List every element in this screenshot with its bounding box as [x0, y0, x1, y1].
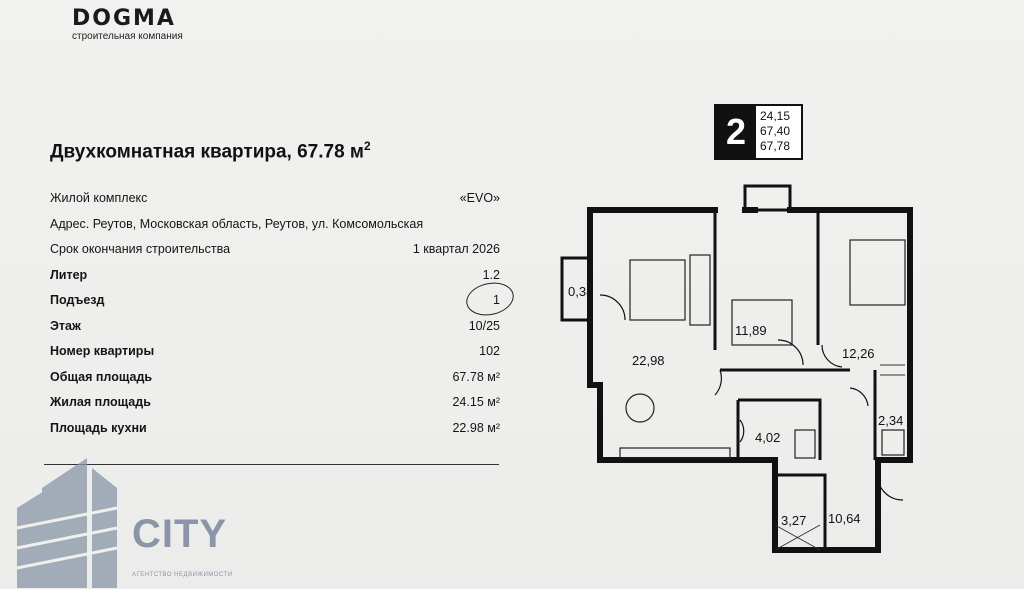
- property-value: 22.98 м²: [452, 420, 500, 435]
- room-area-bathroom: 4,02: [755, 430, 780, 445]
- badge-area-living: 24,15: [760, 109, 791, 123]
- property-value: 1: [493, 293, 500, 307]
- room-area-bedroom-2: 12,26: [842, 346, 875, 361]
- property-label: Срок окончания строительства: [50, 242, 231, 256]
- brand-subtitle: строительная компания: [72, 31, 183, 42]
- room-area-wc: 2,34: [878, 413, 903, 428]
- property-label: Жилой комплекс: [50, 191, 148, 205]
- room-area-balcony: 0,38: [568, 284, 593, 299]
- property-label: Общая площадь: [50, 369, 153, 384]
- property-label: Подъезд: [50, 293, 105, 307]
- brand-logo: DOGMA строительная компания: [72, 6, 183, 42]
- floor-plan: 0,38 22,98 11,89 12,26 4,02 2,34 10,64 3…: [560, 184, 913, 553]
- title-sup: 2: [364, 139, 371, 153]
- room-area-storage: 3,27: [781, 513, 806, 528]
- property-row: Срок окончания строительства 1 квартал 2…: [50, 242, 500, 268]
- title-text: Двухкомнатная квартира, 67.78 м: [50, 141, 364, 163]
- room-count-badge: 2 24,15 67,40 67,78: [714, 104, 803, 160]
- property-row: Жилой комплекс «EVO»: [50, 191, 500, 217]
- property-row: Площадь кухни 22.98 м²: [50, 421, 500, 447]
- property-label: Жилая площадь: [50, 395, 151, 409]
- room-area-kitchen-living: 22,98: [632, 353, 665, 368]
- property-row: Номер квартиры 102: [50, 344, 500, 370]
- property-value: 1.2: [482, 267, 500, 282]
- room-count: 2: [716, 106, 756, 158]
- property-row: Общая площадь 67.78 м²: [50, 370, 500, 396]
- property-value: «EVO»: [459, 191, 500, 205]
- property-value: 67.78 м²: [452, 369, 500, 384]
- brand-name: DOGMA: [72, 6, 176, 31]
- property-value: 1 квартал 2026: [412, 242, 500, 256]
- divider: [44, 464, 499, 465]
- page-title: Двухкомнатная квартира, 67.78 м2: [50, 139, 371, 163]
- property-row: Этаж 10/25: [50, 319, 500, 345]
- badge-area-total: 67,78: [760, 139, 791, 153]
- property-label: Номер квартиры: [50, 344, 155, 358]
- watermark-city: CITY: [132, 512, 228, 556]
- property-label: Литер: [50, 267, 88, 282]
- property-value: 102: [479, 344, 500, 358]
- property-row: Жилая площадь 24.15 м²: [50, 395, 500, 421]
- property-list: Жилой комплекс «EVO» Адрес. Реутов, Моск…: [50, 191, 500, 446]
- city-watermark-logo: [16, 458, 118, 588]
- room-area-hall: 10,64: [828, 511, 861, 526]
- property-label: Этаж: [50, 318, 81, 333]
- property-label: Адрес. Реутов, Московская область, Реуто…: [50, 216, 424, 231]
- property-row: Подъезд 1: [50, 293, 500, 319]
- property-row: Литер 1.2: [50, 268, 500, 294]
- badge-area-without-balcony: 67,40: [760, 124, 791, 138]
- property-value: 24.15 м²: [452, 395, 500, 409]
- room-area-bedroom-1: 11,89: [735, 323, 767, 338]
- property-label: Площадь кухни: [50, 420, 147, 435]
- watermark-subtitle: АГЕНТСТВО НЕДВИЖИМОСТИ: [132, 572, 233, 578]
- badge-areas: 24,15 67,40 67,78: [760, 109, 790, 154]
- property-value: 10/25: [468, 318, 500, 333]
- property-row: Адрес. Реутов, Московская область, Реуто…: [50, 217, 500, 243]
